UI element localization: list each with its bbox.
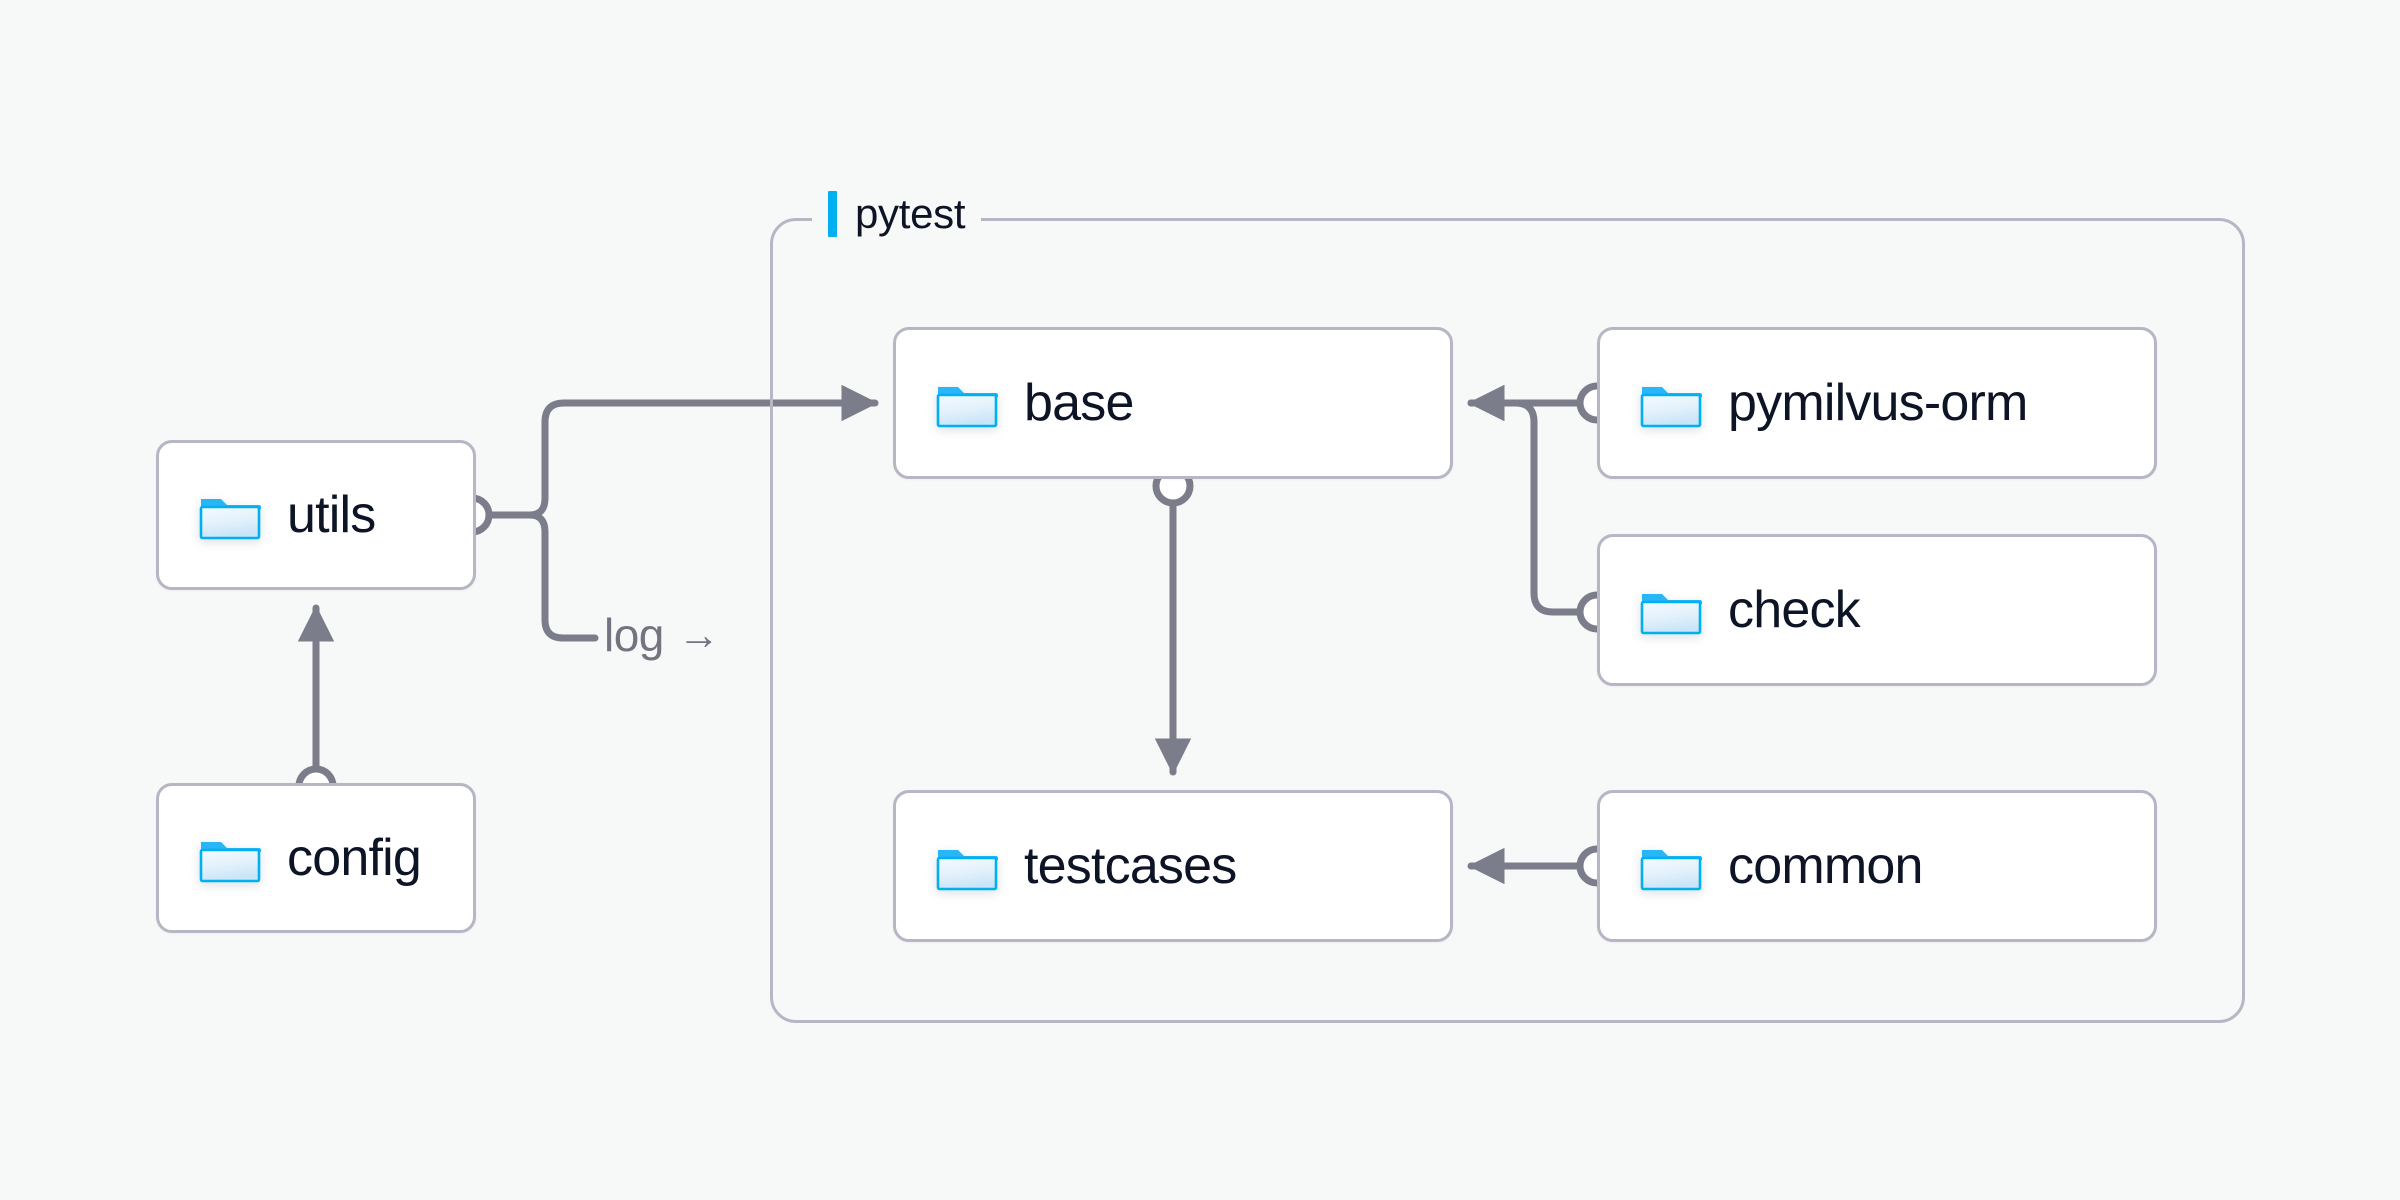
group-accent-bar: [828, 191, 837, 237]
edge-label-log-text: log: [604, 609, 664, 661]
node-pymilvus-orm-label: pymilvus-orm: [1728, 374, 2028, 432]
arrow-right-icon: →: [677, 611, 720, 658]
folder-icon: [936, 850, 998, 891]
folder-icon: [199, 499, 261, 540]
folder-icon: [1640, 387, 1702, 428]
node-testcases[interactable]: testcases: [893, 790, 1453, 942]
folder-icon: [1640, 850, 1702, 891]
edge-label-log: log →: [604, 612, 720, 658]
node-pymilvus-orm[interactable]: pymilvus-orm: [1597, 327, 2157, 479]
folder-icon: [199, 842, 261, 883]
folder-icon: [1640, 594, 1702, 635]
group-pytest: [770, 218, 2245, 1023]
node-config-label: config: [287, 829, 422, 887]
node-common[interactable]: common: [1597, 790, 2157, 942]
node-base[interactable]: base: [893, 327, 1453, 479]
edge-utils-to-log: [526, 511, 599, 642]
edge-check-to-base: [1467, 384, 1583, 616]
node-config[interactable]: config: [156, 783, 476, 933]
folder-icon: [936, 387, 998, 428]
group-pytest-label: pytest: [812, 186, 982, 242]
group-pytest-title: pytest: [855, 190, 966, 237]
node-check[interactable]: check: [1597, 534, 2157, 686]
node-utils[interactable]: utils: [156, 440, 476, 590]
node-common-label: common: [1728, 837, 1923, 895]
node-base-label: base: [1024, 374, 1134, 432]
node-utils-label: utils: [287, 486, 376, 544]
node-check-label: check: [1728, 581, 1861, 639]
node-testcases-label: testcases: [1024, 837, 1237, 895]
